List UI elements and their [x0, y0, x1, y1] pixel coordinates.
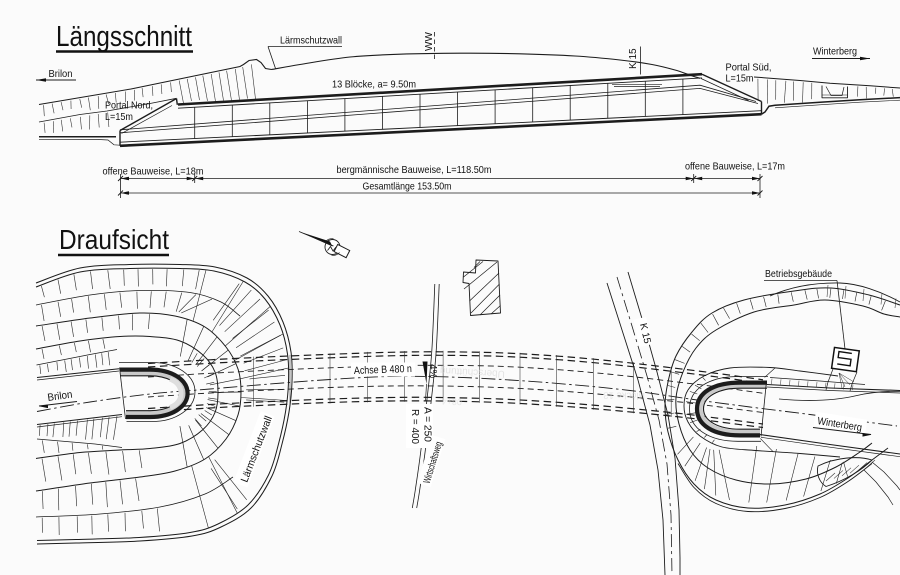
svg-text:R = 400: R = 400 — [409, 409, 420, 444]
svg-text:K 15: K 15 — [628, 48, 639, 69]
svg-text:bergmännische Bauweise, L=118: bergmännische Bauweise, L=118.50m — [337, 164, 492, 176]
svg-text:Blöcke 13: Blöcke 13 — [603, 389, 645, 401]
svg-text:Achse B 480 n: Achse B 480 n — [354, 363, 413, 377]
svg-text:L=15m: L=15m — [726, 73, 754, 85]
svg-text:4%: 4% — [427, 364, 438, 379]
svg-text:Portal Süd,: Portal Süd, — [726, 62, 772, 74]
svg-text:Lärmschutzwall: Lärmschutzwall — [280, 35, 342, 47]
svg-text:Betriebsgebäude: Betriebsgebäude — [765, 268, 832, 280]
svg-text:Längsschnitt: Längsschnitt — [56, 21, 192, 53]
svg-text:Winterberg: Winterberg — [813, 46, 857, 58]
svg-text:08+4: 08+4 — [441, 396, 462, 407]
svg-text:WW: WW — [424, 32, 435, 51]
svg-text:Brilon: Brilon — [47, 389, 74, 404]
svg-text:Überschüttung: Überschüttung — [440, 365, 506, 380]
svg-text:offene Bauweise, L=18m: offene Bauweise, L=18m — [103, 166, 204, 178]
svg-text:Gesamtlänge 153.50m: Gesamtlänge 153.50m — [363, 181, 452, 193]
svg-text:L=15m: L=15m — [105, 111, 133, 123]
svg-text:offene Bauweise, L=17m: offene Bauweise, L=17m — [685, 161, 785, 173]
svg-text:Brilon: Brilon — [49, 68, 73, 80]
svg-text:13 Blöcke, a= 9.50m: 13 Blöcke, a= 9.50m — [332, 79, 416, 91]
svg-text:K 15: K 15 — [637, 322, 652, 345]
svg-text:A = 250: A = 250 — [422, 407, 433, 442]
svg-text:Draufsicht: Draufsicht — [59, 224, 169, 255]
svg-text:Portal Nord,: Portal Nord, — [105, 100, 153, 112]
